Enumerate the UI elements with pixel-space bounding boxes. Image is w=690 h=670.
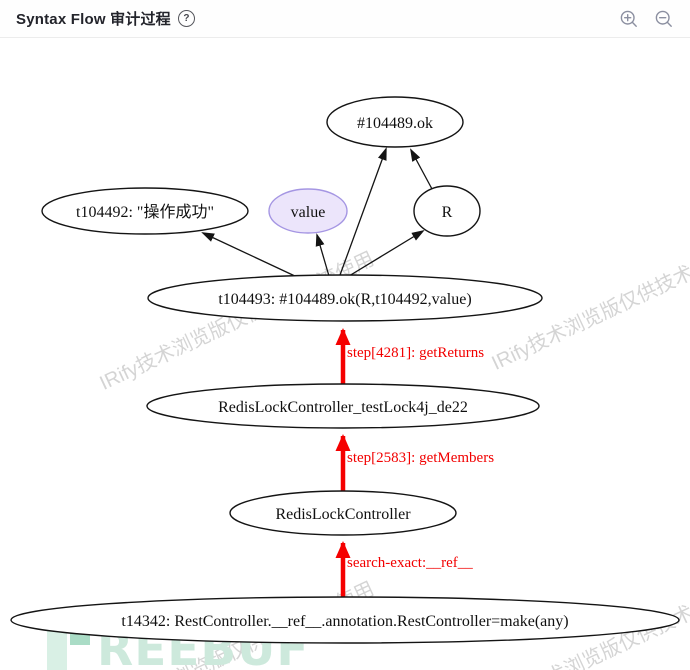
magnifier-plus-icon: [620, 10, 637, 27]
graph-node-t104492[interactable]: t104492: "操作成功": [41, 187, 249, 235]
svg-text:R: R: [442, 204, 453, 221]
zoom-controls: [619, 9, 674, 29]
svg-text:#104489.ok: #104489.ok: [357, 115, 433, 132]
graph-node-R[interactable]: R: [413, 185, 481, 237]
edge-t104493-to-R: [348, 229, 425, 277]
graph-node-t14342[interactable]: t14342: RestController.__ref__.annotatio…: [10, 596, 680, 644]
svg-text:RedisLockController_testLock4j: RedisLockController_testLock4j_de22: [218, 399, 468, 416]
panel-title-group: Syntax Flow 审计过程 ?: [16, 8, 195, 29]
edge-R-to-104489ok: [410, 148, 433, 190]
edge-label-getreturns: step[4281]: getReturns: [347, 345, 484, 361]
edge-t104493-to-104489ok: [339, 147, 387, 276]
zoom-out-button[interactable]: [654, 9, 674, 29]
graph-node-redislock[interactable]: RedisLockController: [229, 490, 457, 536]
svg-text:t14342: RestController.__ref__: t14342: RestController.__ref__.annotatio…: [121, 613, 568, 630]
graph-node-t104493[interactable]: t104493: #104489.ok(R,t104492,value): [147, 274, 543, 322]
panel-header: Syntax Flow 审计过程 ?: [0, 0, 690, 38]
edge-t104493-to-value: [315, 233, 330, 277]
graph-node-104489-ok[interactable]: #104489.ok: [326, 96, 464, 148]
svg-text:value: value: [291, 204, 326, 221]
graph-node-value[interactable]: value: [268, 188, 348, 234]
syntax-flow-graph: step[4281]: getReturns step[2583]: getMe…: [10, 96, 680, 644]
panel-title: Syntax Flow 审计过程: [16, 11, 171, 28]
graph-node-testlock[interactable]: RedisLockController_testLock4j_de22: [146, 383, 540, 429]
magnifier-minus-icon: [655, 10, 672, 27]
svg-text:t104493: #104489.ok(R,t104492,: t104493: #104489.ok(R,t104492,value): [218, 291, 471, 308]
help-icon[interactable]: ?: [177, 10, 195, 27]
svg-text:RedisLockController: RedisLockController: [275, 506, 411, 523]
edge-label-getmembers: step[2583]: getMembers: [347, 450, 494, 466]
edge-label-search-exact: search-exact:__ref__: [347, 555, 473, 571]
zoom-in-button[interactable]: [619, 9, 639, 29]
graph-canvas[interactable]: IRify技术浏览版仅供技术交流使用 IRify技术浏览版仅供技术交流使用 IR…: [0, 38, 690, 670]
edge-t104493-to-t104492: [201, 232, 298, 278]
svg-text:t104492: "操作成功": t104492: "操作成功": [76, 203, 214, 221]
